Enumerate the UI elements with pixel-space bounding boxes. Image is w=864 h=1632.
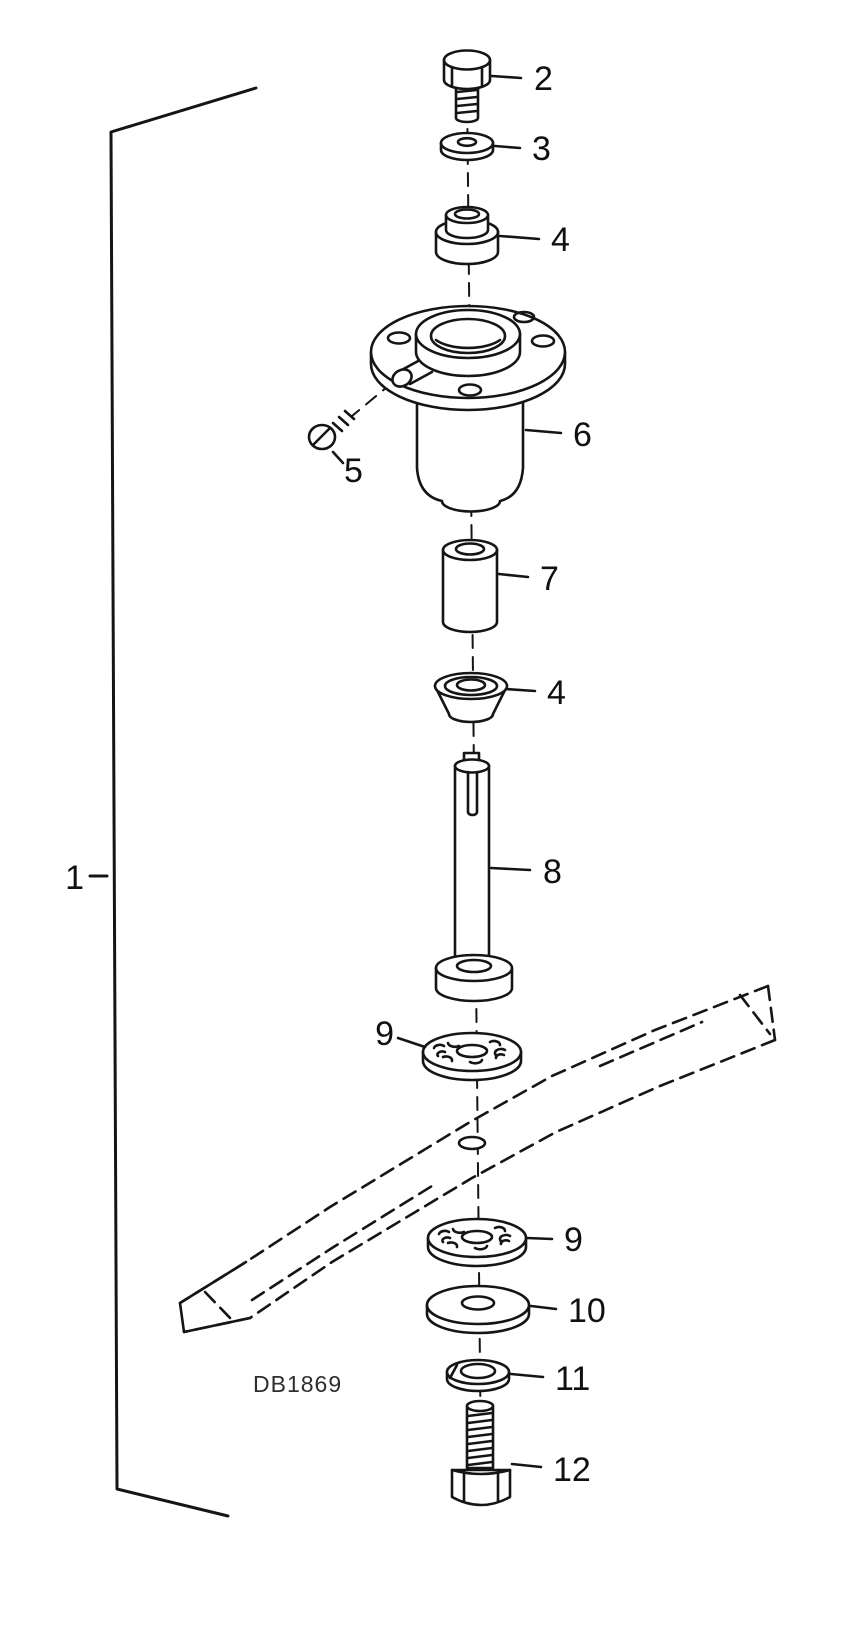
part-top-bolt — [442, 49, 492, 124]
callout-9-lower: 9 — [564, 1221, 583, 1259]
callout-4-lower: 4 — [547, 674, 566, 712]
leader-11 — [509, 1372, 545, 1379]
callout-5: 5 — [344, 452, 363, 490]
callout-1: 1 — [65, 859, 84, 897]
part-flat-washer — [425, 1284, 531, 1335]
callout-7: 7 — [540, 560, 559, 598]
leader-9-upper — [396, 1036, 427, 1049]
part-blade-tip — [178, 1135, 487, 1334]
callout-3: 3 — [532, 130, 551, 168]
callout-8: 8 — [543, 853, 562, 891]
part-bearing-upper — [434, 205, 500, 266]
leader-6 — [524, 428, 563, 435]
callout-2: 2 — [534, 60, 553, 98]
part-lock-washer — [445, 1358, 511, 1393]
part-bottom-bolt — [450, 1399, 512, 1507]
callout-11: 11 — [555, 1360, 590, 1398]
assembly-bracket — [88, 86, 258, 1518]
leader-4-lower — [504, 687, 537, 693]
part-spacer — [441, 538, 499, 634]
callout-4-upper: 4 — [551, 221, 570, 259]
leader-10 — [529, 1304, 558, 1311]
leader-9-lower — [525, 1236, 554, 1241]
leader-5 — [331, 450, 345, 465]
part-grease-screw — [307, 409, 356, 451]
drawing-code: DB1869 — [253, 1371, 342, 1397]
part-blade-washer-upper — [421, 1031, 523, 1082]
leader-4-upper — [498, 234, 541, 241]
part-spindle-housing — [369, 304, 567, 513]
leader-12 — [510, 1462, 543, 1469]
part-washer — [439, 131, 495, 162]
callout-9-upper: 9 — [375, 1015, 394, 1053]
callout-12: 12 — [553, 1451, 591, 1489]
callout-10: 10 — [568, 1292, 606, 1330]
leader-3 — [493, 144, 522, 150]
callout-6: 6 — [573, 416, 592, 454]
leader-2 — [490, 74, 523, 80]
leader-7 — [497, 572, 530, 579]
callout-leaders — [331, 74, 563, 1469]
part-blade-washer-lower — [426, 1217, 528, 1268]
leader-8 — [489, 866, 532, 872]
blade-center-hole — [457, 1135, 487, 1151]
part-shaft — [434, 751, 514, 1003]
part-bearing-lower — [433, 671, 509, 724]
